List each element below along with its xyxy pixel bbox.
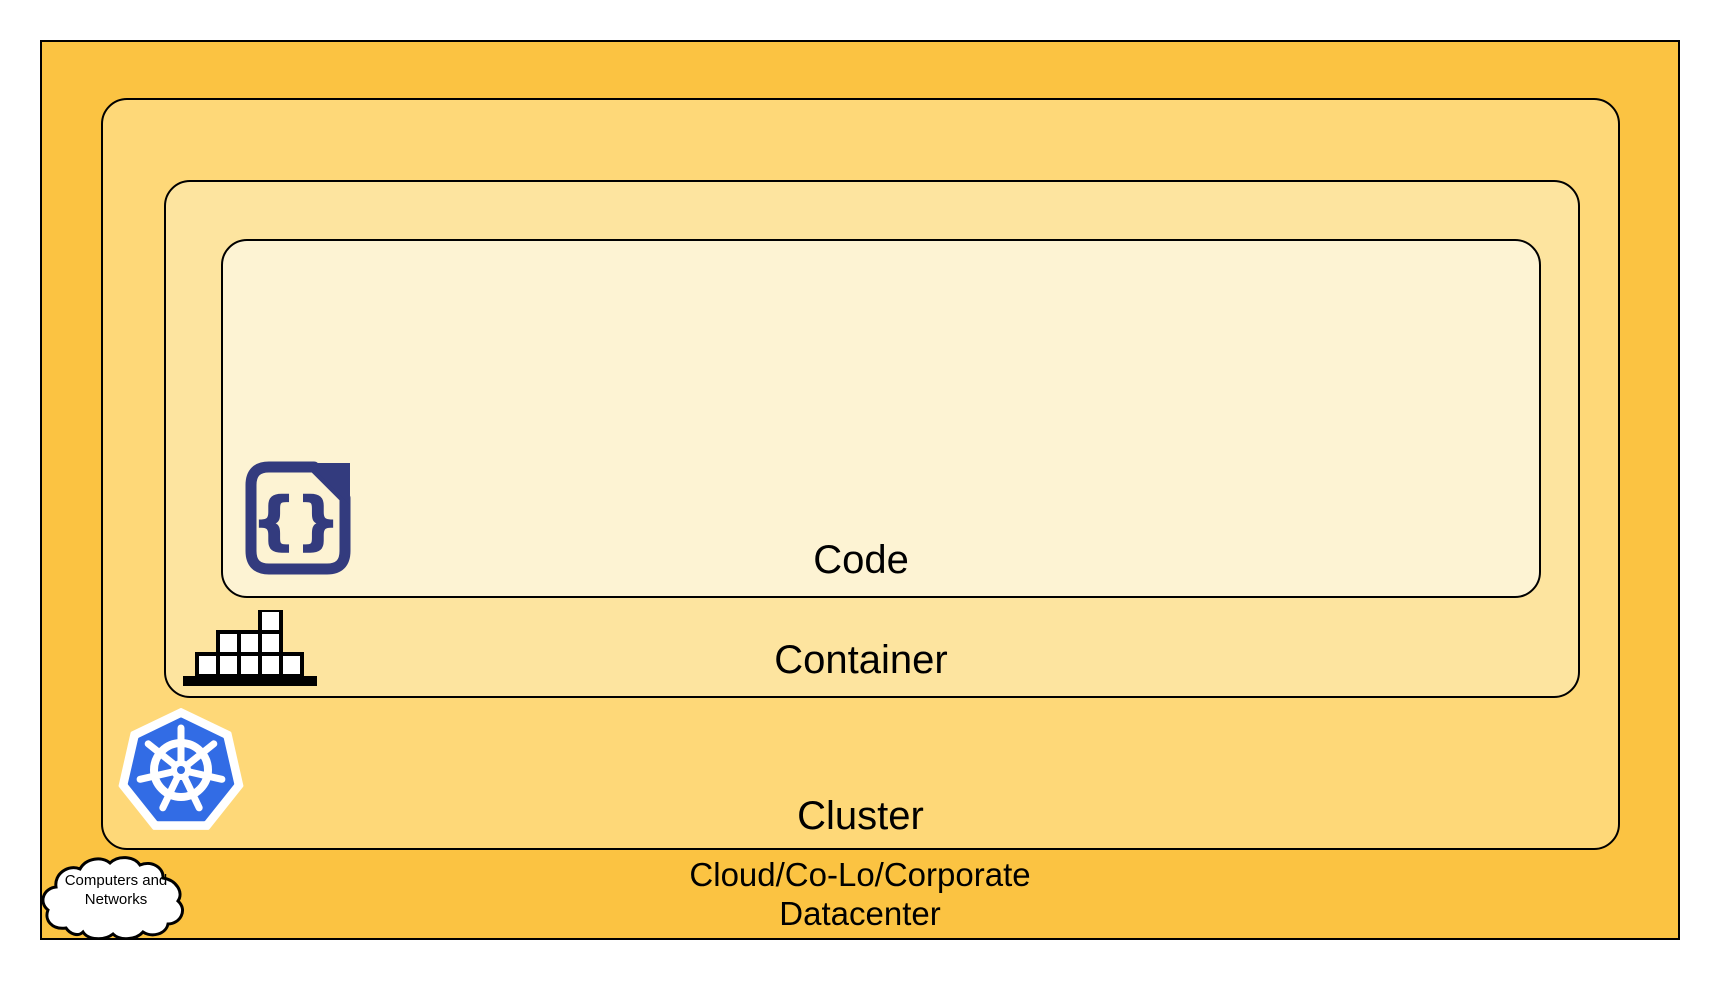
cloud-icon xyxy=(42,856,184,940)
computers-networks-cloud: Computers and Networks xyxy=(42,854,190,940)
layer-cluster-label: Cluster xyxy=(797,794,924,838)
layer-cluster: {} Code xyxy=(101,98,1620,850)
layer-code: {} Code xyxy=(221,239,1541,598)
layer-container-label: Container xyxy=(774,638,948,682)
layer-datacenter: {} Code xyxy=(40,40,1680,940)
layer-datacenter-label: Cloud/Co-Lo/Corporate Datacenter xyxy=(42,856,1678,933)
code-file-icon: {} xyxy=(238,458,358,578)
container-stack-icon xyxy=(183,608,317,686)
cloud-label-line2: Networks xyxy=(84,890,148,908)
cloud-label: Computers and Networks xyxy=(42,872,190,910)
svg-text:{}: {} xyxy=(252,484,340,557)
layer-container: {} Code xyxy=(164,180,1580,698)
layer-code-label: Code xyxy=(813,538,909,582)
kubernetes-icon xyxy=(118,708,244,836)
cloud-label-line1: Computers and xyxy=(64,872,168,889)
datacenter-label-line2: Datacenter xyxy=(779,894,941,932)
datacenter-label-line1: Cloud/Co-Lo/Corporate xyxy=(689,856,1031,894)
